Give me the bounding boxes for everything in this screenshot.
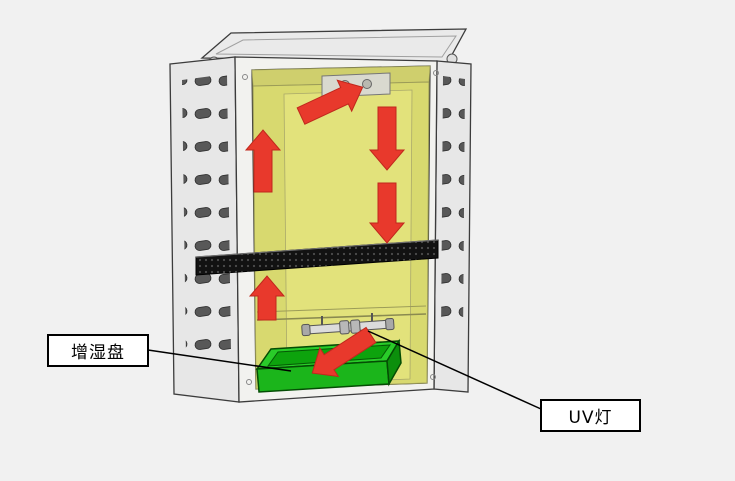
left-vent-panel	[169, 56, 240, 403]
interior-chamber	[242, 65, 439, 390]
leader-line-humidifier-tray	[147, 349, 292, 372]
airflow-arrow-down-right-2	[368, 182, 406, 244]
callout-uv-lamp-label: UV灯	[568, 408, 613, 428]
callout-humidifier-tray: 增湿盘	[47, 334, 149, 367]
airflow-arrow-up-below-shelf	[248, 275, 286, 321]
callout-humidifier-tray-label: 增湿盘	[71, 343, 125, 363]
screw-icon	[433, 70, 439, 76]
airflow-arrow-up-left	[244, 129, 282, 193]
screw-icon	[242, 74, 248, 80]
left-vent-louvers	[182, 74, 231, 358]
uv-lamp	[301, 318, 395, 337]
screw-icon	[430, 374, 436, 380]
tray-side-wall	[386, 338, 402, 387]
right-vent-panel	[433, 60, 472, 393]
leader-line-uv-lamp	[367, 330, 542, 410]
right-vent-louvers	[441, 76, 465, 340]
airflow-arrow-down-right-1	[368, 106, 406, 171]
screw-icon	[246, 379, 252, 385]
airflow-arrows	[244, 79, 406, 378]
callout-uv-lamp: UV灯	[540, 399, 641, 432]
airflow-arrow-up-right-top	[296, 79, 364, 125]
airflow-arrow-down-into-tray	[311, 326, 377, 378]
mesh-shelf	[195, 239, 439, 276]
